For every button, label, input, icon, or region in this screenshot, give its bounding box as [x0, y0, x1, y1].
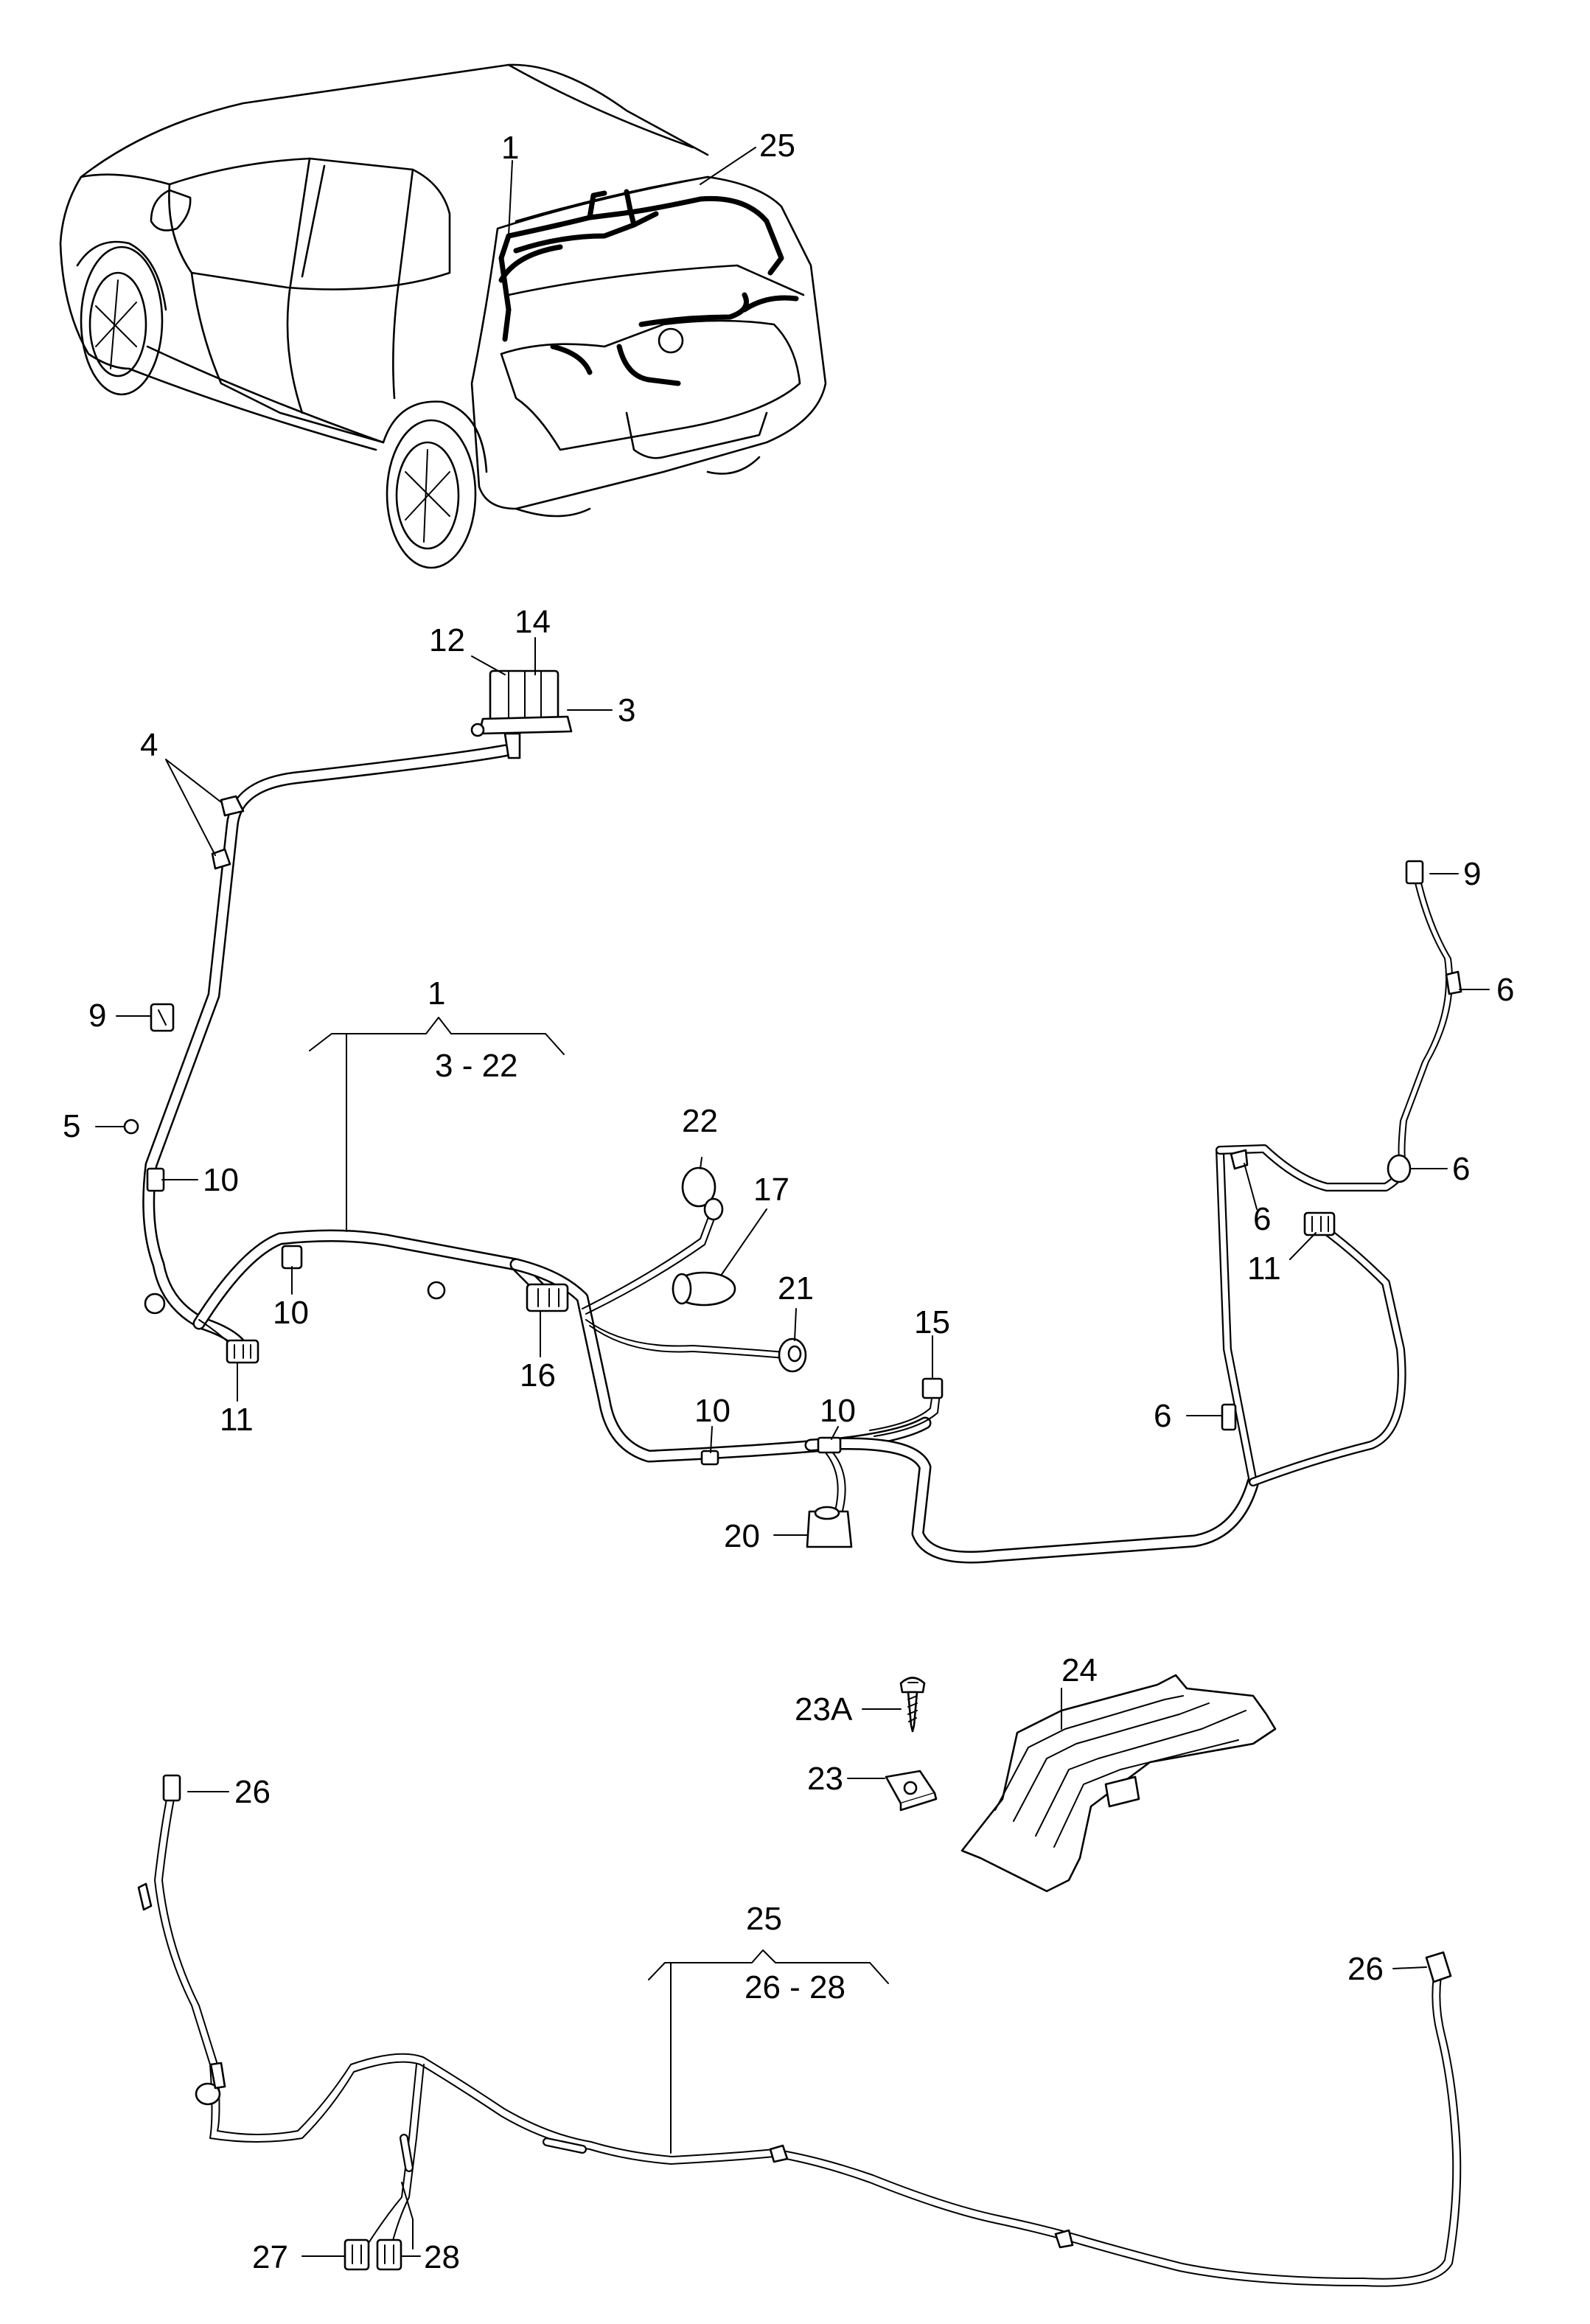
screw-23A — [899, 1677, 926, 1733]
callout-23A: 23A — [795, 1691, 853, 1728]
callout-6-c: 6 — [1253, 1201, 1271, 1237]
callout-9-right: 9 — [1463, 856, 1481, 892]
callout-3: 3 — [618, 692, 635, 728]
connector-20 — [806, 1506, 853, 1548]
clip-6-a — [1445, 970, 1462, 995]
callout-12: 12 — [429, 622, 465, 658]
clip-5 — [123, 1118, 139, 1135]
harness-1 — [142, 744, 1453, 1564]
connector-26-right — [1425, 1951, 1452, 1983]
connector-21 — [778, 1337, 807, 1373]
callout-17: 17 — [753, 1172, 789, 1208]
callout-10-d: 10 — [820, 1393, 856, 1429]
callout-10-c: 10 — [694, 1393, 731, 1429]
callout-10-b: 10 — [273, 1295, 309, 1331]
callout-6-b: 6 — [1452, 1151, 1470, 1187]
connector-11-left — [226, 1339, 259, 1364]
callout-15: 15 — [914, 1304, 950, 1340]
callout-1-car: 1 — [501, 130, 519, 166]
callout-20: 20 — [724, 1518, 760, 1554]
callout-11-right: 11 — [1247, 1250, 1281, 1287]
callout-26-right: 26 — [1347, 1951, 1384, 1987]
leaders-harness-25 — [187, 1791, 1427, 2257]
clip-harness25-left — [137, 1882, 226, 2106]
car-illustration — [59, 63, 827, 569]
callout-16: 16 — [520, 1357, 556, 1394]
callout-28: 28 — [424, 2239, 460, 2275]
clip-9-left — [150, 1003, 175, 1032]
callout-group-25-range: 26 - 28 — [745, 1969, 845, 2005]
connector-27 — [344, 2238, 370, 2271]
callout-10-a: 10 — [203, 1162, 239, 1198]
callout-25-car: 25 — [759, 128, 795, 164]
clip-10-c — [700, 1450, 719, 1466]
callout-21: 21 — [778, 1270, 814, 1307]
connector-11-right — [1303, 1211, 1336, 1236]
connector-16 — [526, 1283, 569, 1312]
connector-26-left — [162, 1774, 181, 1802]
callout-group-1: 1 — [428, 975, 445, 1012]
nut-clip-23 — [885, 1770, 938, 1812]
clip-6-c — [1230, 1149, 1249, 1170]
grommet-6-b — [1387, 1154, 1412, 1183]
clip-10-b — [281, 1245, 303, 1270]
connector-28 — [376, 2238, 402, 2271]
clip-10-d — [817, 1436, 842, 1454]
callout-9-left: 9 — [88, 998, 106, 1034]
grommet-left — [144, 1293, 166, 1315]
clip-6-d — [1221, 1403, 1237, 1431]
callout-22: 22 — [682, 1103, 718, 1139]
connector-12-14-housing — [470, 669, 573, 759]
harness-25 — [154, 1791, 1462, 2287]
clip-10-a — [146, 1167, 165, 1192]
callout-11-left: 11 — [220, 1402, 254, 1438]
callout-27: 27 — [252, 2239, 288, 2275]
callout-14: 14 — [515, 604, 551, 640]
ferrite-17 — [672, 1271, 736, 1307]
callout-24: 24 — [1061, 1652, 1098, 1688]
callout-group-1-range: 3 - 22 — [435, 1048, 518, 1084]
connector-9-right — [1405, 860, 1424, 885]
callout-4: 4 — [140, 727, 158, 763]
callout-6-d: 6 — [1154, 1398, 1171, 1434]
callout-23: 23 — [807, 1761, 843, 1797]
cable-guide-24 — [960, 1674, 1277, 1893]
connector-22 — [681, 1166, 724, 1221]
clip-harness25-mid — [769, 2144, 1074, 2249]
callout-5: 5 — [63, 1108, 80, 1144]
connector-15 — [921, 1377, 944, 1399]
callout-26-left: 26 — [234, 1774, 271, 1810]
leaders-harness-1 — [95, 637, 1490, 1536]
cable-clip-4 — [211, 795, 245, 870]
callout-6-a: 6 — [1496, 972, 1514, 1008]
callout-group-25: 25 — [746, 1901, 782, 1937]
leaders-23-24 — [847, 1688, 1062, 1779]
grommet-mid — [427, 1281, 446, 1300]
